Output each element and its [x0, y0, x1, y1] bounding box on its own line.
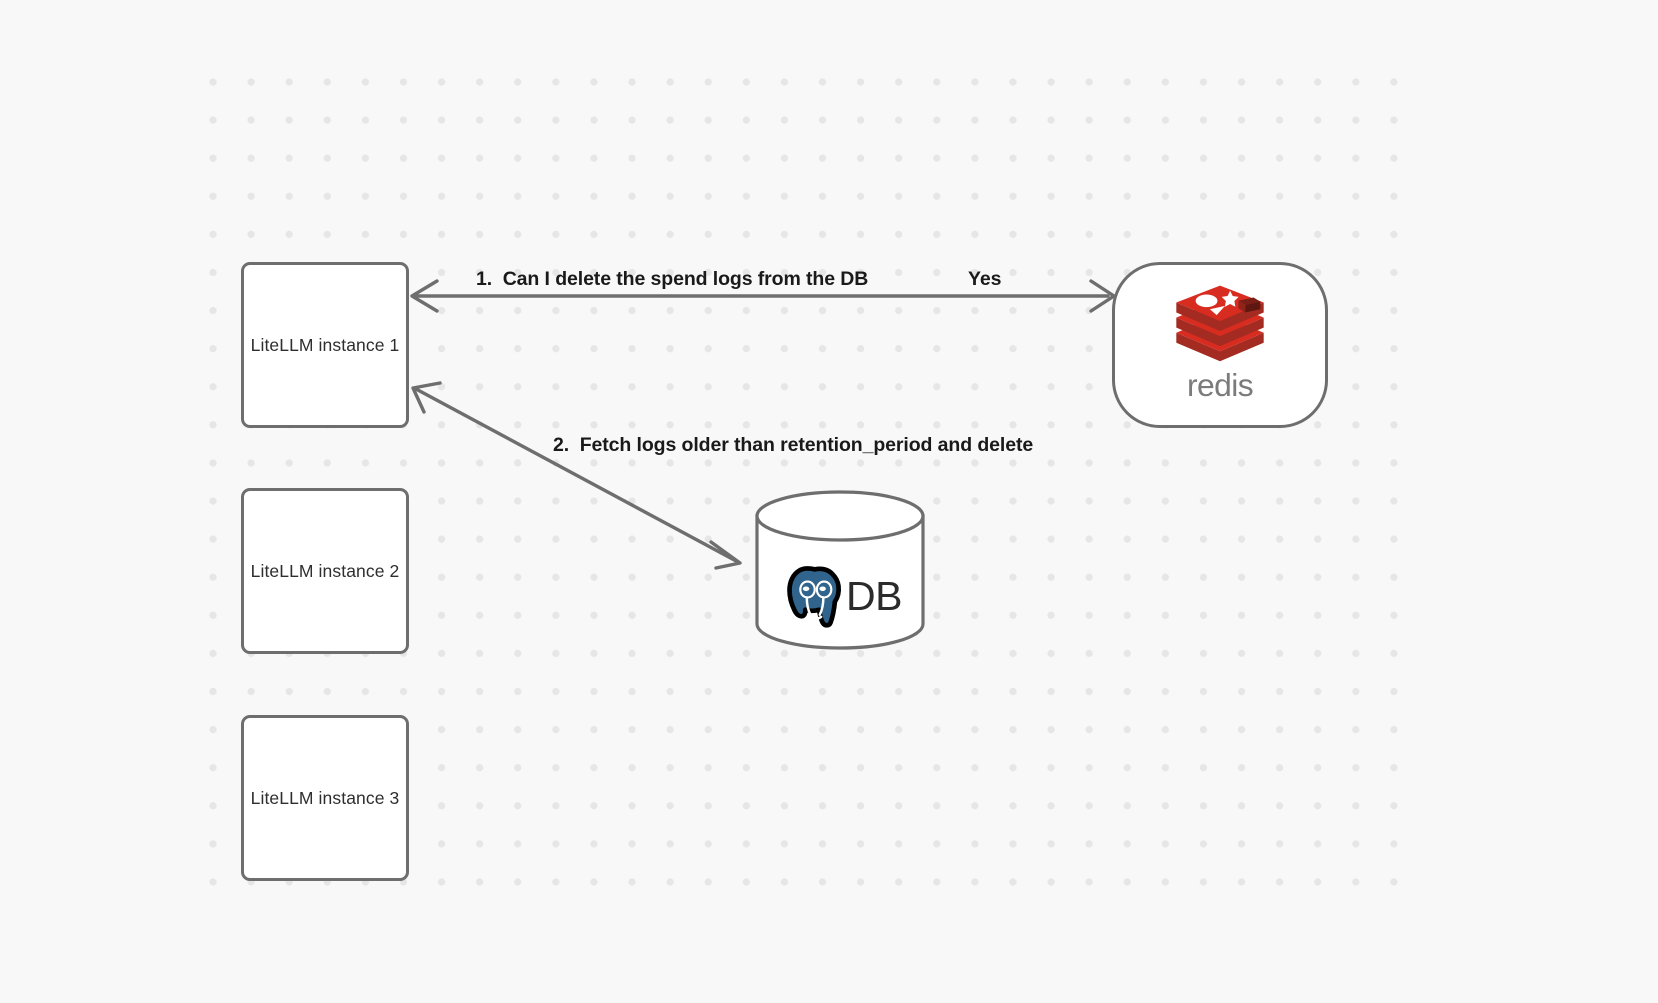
node-litellm-instance-2[interactable]: LiteLLM instance 2 — [241, 488, 409, 654]
postgresql-elephant-icon — [787, 566, 842, 628]
node-litellm-instance-1[interactable]: LiteLLM instance 1 — [241, 262, 409, 428]
edge-db-to-litellm1-arrowhead — [411, 381, 442, 414]
svg-text:redis: redis — [1187, 367, 1253, 403]
edge-litellm1-to-db-line — [414, 387, 740, 564]
edge-label-step-2: 2. Fetch logs older than retention_perio… — [553, 434, 1034, 456]
redis-wordmark: redis — [1187, 367, 1254, 403]
edge-into-redis-arrowhead — [1089, 279, 1116, 313]
edge-redis-to-litellm1-arrowhead — [410, 279, 439, 313]
database-label: DB — [846, 572, 902, 619]
node-litellm-instance-2-label: LiteLLM instance 2 — [250, 560, 400, 581]
edge-label-step-1: 1. Can I delete the spend logs from the … — [476, 268, 869, 290]
node-database[interactable]: DB — [754, 490, 926, 650]
node-litellm-instance-3-label: LiteLLM instance 3 — [250, 787, 400, 808]
edge-label-step-1-answer: Yes — [968, 268, 1002, 290]
node-litellm-instance-1-label: LiteLLM instance 1 — [250, 334, 400, 355]
node-litellm-instance-3[interactable]: LiteLLM instance 3 — [241, 715, 409, 881]
node-redis[interactable]: redis — [1112, 262, 1328, 428]
edge-litellm1-to-db-arrowhead — [709, 540, 742, 570]
redis-logo-icon — [1176, 285, 1264, 362]
